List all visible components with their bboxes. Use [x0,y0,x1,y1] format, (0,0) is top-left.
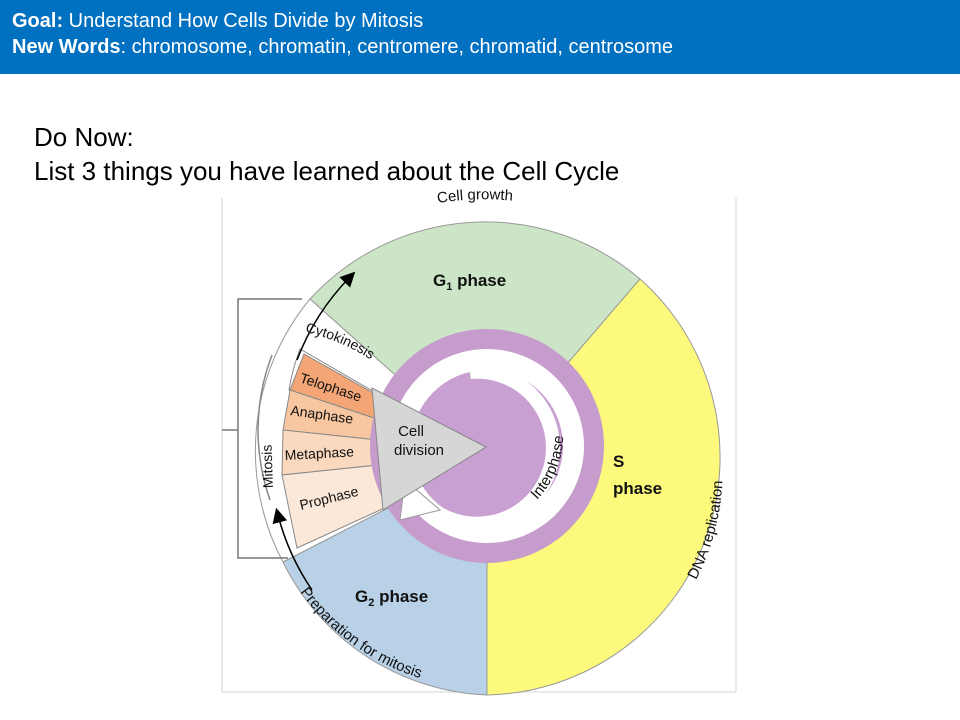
goal-line: Goal: Understand How Cells Divide by Mit… [12,8,960,34]
cell-division-triangle [371,387,488,511]
mitosis-bracket [237,298,302,559]
mitosis-entry-arrow [272,507,313,591]
new-words-line: New Words: chromosome, chromatin, centro… [12,34,960,60]
g1-arrow [296,271,356,361]
do-now-title: Do Now: [34,122,134,152]
cell-division-label-line2: division [394,442,444,459]
g2-label: G2 phase [355,587,428,609]
cell-growth-label: Cell growth [436,186,514,207]
header-banner: Goal: Understand How Cells Divide by Mit… [0,0,960,74]
s-label-line2: phase [613,479,662,498]
s-label-line1: S [613,452,624,471]
interphase-circular-arrow [414,364,560,531]
goal-text: Understand How Cells Divide by Mitosis [63,10,424,32]
g1-label: G1 phase [433,271,506,293]
cell-division-label-line1: Cell [398,423,424,440]
new-words-label: New Words [12,36,121,58]
center-disc [411,370,563,522]
goal-label: Goal: [12,10,64,32]
new-words-text: : chromosome, chromatin, centromere, chr… [120,36,673,58]
mitosis-inner-bracket [257,354,273,501]
mitosis-label: Mitosis [258,444,276,488]
do-now-block: Do Now: List 3 things you have learned a… [34,120,619,188]
do-now-prompt: List 3 things you have learned about the… [34,156,620,186]
s-sector [486,278,721,696]
metaphase-label: Metaphase [284,443,354,463]
